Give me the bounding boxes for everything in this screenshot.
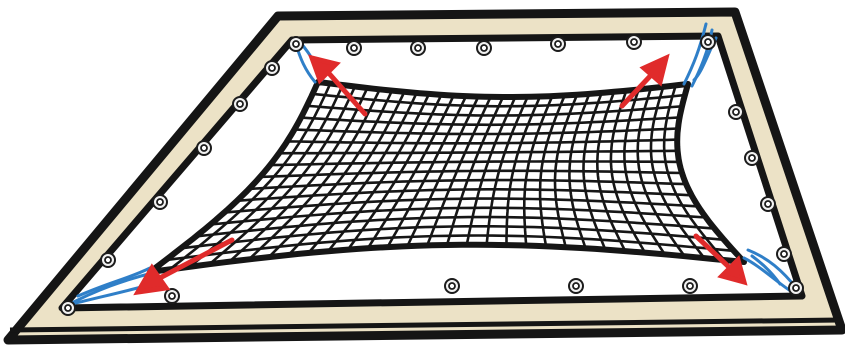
grommet-icon xyxy=(60,300,76,316)
net-strand xyxy=(278,149,678,155)
net-strand xyxy=(312,92,686,108)
grommet-icon xyxy=(568,278,584,294)
net-strand xyxy=(300,116,680,127)
grommet-icon xyxy=(760,196,776,212)
grommet-icon xyxy=(164,288,180,304)
grommet-icon xyxy=(550,36,566,52)
grommet-icon xyxy=(264,60,280,76)
grommet-icon xyxy=(788,280,804,296)
net-strand xyxy=(165,234,735,262)
grommet-icon xyxy=(776,246,792,262)
net-mesh xyxy=(165,82,735,271)
grommet-icon xyxy=(728,104,744,120)
net-strand xyxy=(223,197,699,214)
grommet-icon xyxy=(700,34,716,50)
net-strand xyxy=(306,104,683,117)
grommet-icon xyxy=(626,34,642,50)
net-border xyxy=(147,79,747,275)
grommet-icon xyxy=(682,278,698,294)
net-strand xyxy=(259,169,683,179)
wooden-frame xyxy=(3,7,845,345)
grommet-icon xyxy=(346,40,362,56)
grommets xyxy=(60,34,804,316)
grommet-icon xyxy=(232,96,248,112)
grommet-icon xyxy=(152,194,168,210)
net-strand xyxy=(294,127,679,136)
tension-arrow-icon xyxy=(693,233,748,286)
tension-arrows xyxy=(133,53,748,296)
grommet-icon xyxy=(444,278,460,294)
grommet-icon xyxy=(288,36,304,52)
net-strand xyxy=(236,188,692,203)
grommet-icon xyxy=(476,40,492,56)
tension-arrow-icon xyxy=(308,54,368,117)
net-strand xyxy=(210,206,707,226)
grommet-icon xyxy=(100,252,116,268)
grommet-icon xyxy=(196,140,212,156)
net-strand xyxy=(195,215,715,238)
grommet-icon xyxy=(410,40,426,56)
net-strand xyxy=(248,178,687,191)
net-strand xyxy=(180,225,725,250)
grommet-icon xyxy=(744,150,760,166)
tension-arrow-icon xyxy=(133,237,235,296)
net-strand xyxy=(269,160,680,167)
tension-arrow-icon xyxy=(619,53,670,109)
frame-bottom-shadow xyxy=(9,317,841,333)
net-strand xyxy=(287,138,678,145)
